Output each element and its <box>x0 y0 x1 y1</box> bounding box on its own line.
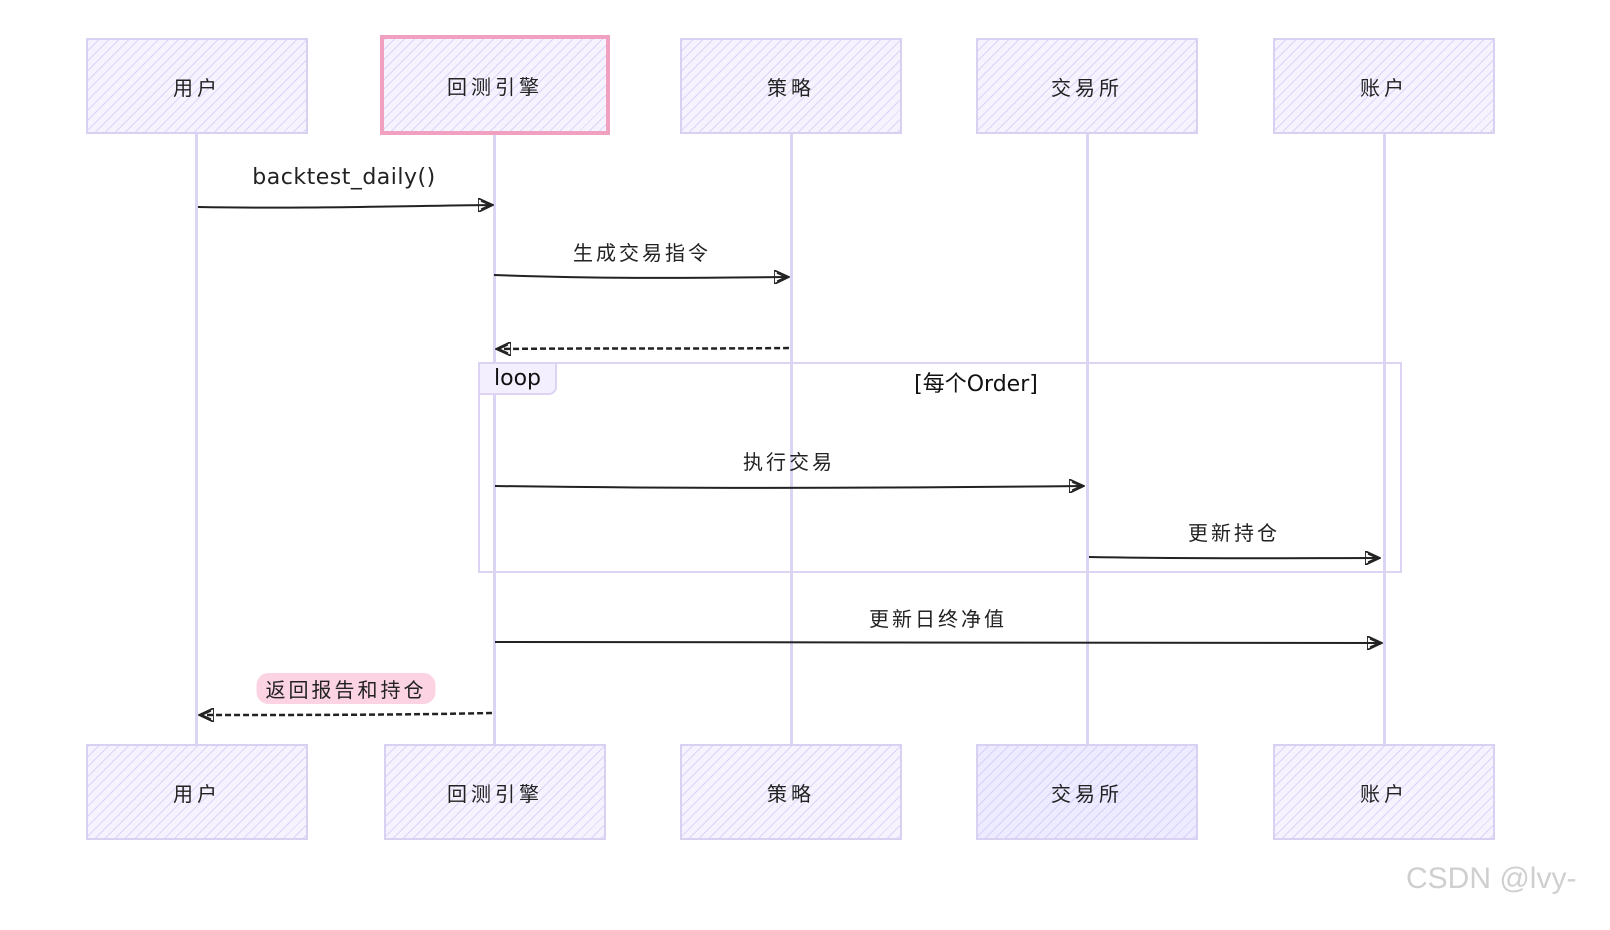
lifeline-user <box>195 134 198 746</box>
msg-label-update-nav: 更新日终净值 <box>869 607 1007 631</box>
msg-arrow-update-nav <box>494 642 1381 643</box>
actor-account-top: 账户 <box>1273 38 1495 134</box>
actor-label: 回测引擎 <box>447 74 543 99</box>
actor-user-bottom: 用户 <box>86 744 308 840</box>
actor-label: 策略 <box>767 781 815 806</box>
msg-label-return-report: 返回报告和持仓 <box>256 673 436 704</box>
msg-arrow-orders-return <box>497 348 790 349</box>
msg-label-execute-trade: 执行交易 <box>743 450 835 474</box>
lifeline-engine <box>493 134 496 746</box>
actor-exchange-top: 交易所 <box>976 38 1198 134</box>
watermark: CSDN @lvy- <box>1406 862 1577 895</box>
actor-label: 交易所 <box>1051 781 1123 806</box>
loop-keyword: loop <box>480 364 557 395</box>
lifeline-exchange <box>1086 134 1089 746</box>
msg-label-backtest: backtest_daily() <box>252 165 436 190</box>
actor-label: 用户 <box>173 75 221 100</box>
actor-user-top: 用户 <box>86 38 308 134</box>
actor-label: 回测引擎 <box>447 781 543 806</box>
loop-frame <box>478 362 1402 573</box>
msg-arrow-generate-orders <box>493 275 788 278</box>
actor-label: 账户 <box>1360 75 1408 100</box>
msg-arrow-execute-trade <box>494 486 1083 488</box>
msg-arrow-update-position <box>1088 557 1379 558</box>
msg-arrow-backtest <box>197 205 492 208</box>
actor-label: 用户 <box>173 781 221 806</box>
lifeline-account <box>1383 134 1386 746</box>
msg-label-update-position: 更新持仓 <box>1188 521 1280 545</box>
actor-strategy-bottom: 策略 <box>680 744 902 840</box>
msg-arrow-return-report <box>200 713 493 715</box>
actor-engine-top: 回测引擎 <box>380 35 610 135</box>
actor-engine-bottom: 回测引擎 <box>384 744 606 840</box>
actor-label: 交易所 <box>1051 75 1123 100</box>
msg-label-generate-orders: 生成交易指令 <box>573 241 711 265</box>
actor-label: 账户 <box>1360 781 1408 806</box>
actor-account-bottom: 账户 <box>1273 744 1495 840</box>
actor-label: 策略 <box>767 75 815 100</box>
loop-condition: [每个Order] <box>914 372 1038 397</box>
actor-strategy-top: 策略 <box>680 38 902 134</box>
actor-exchange-bottom: 交易所 <box>976 744 1198 840</box>
lifeline-strategy <box>790 134 793 746</box>
